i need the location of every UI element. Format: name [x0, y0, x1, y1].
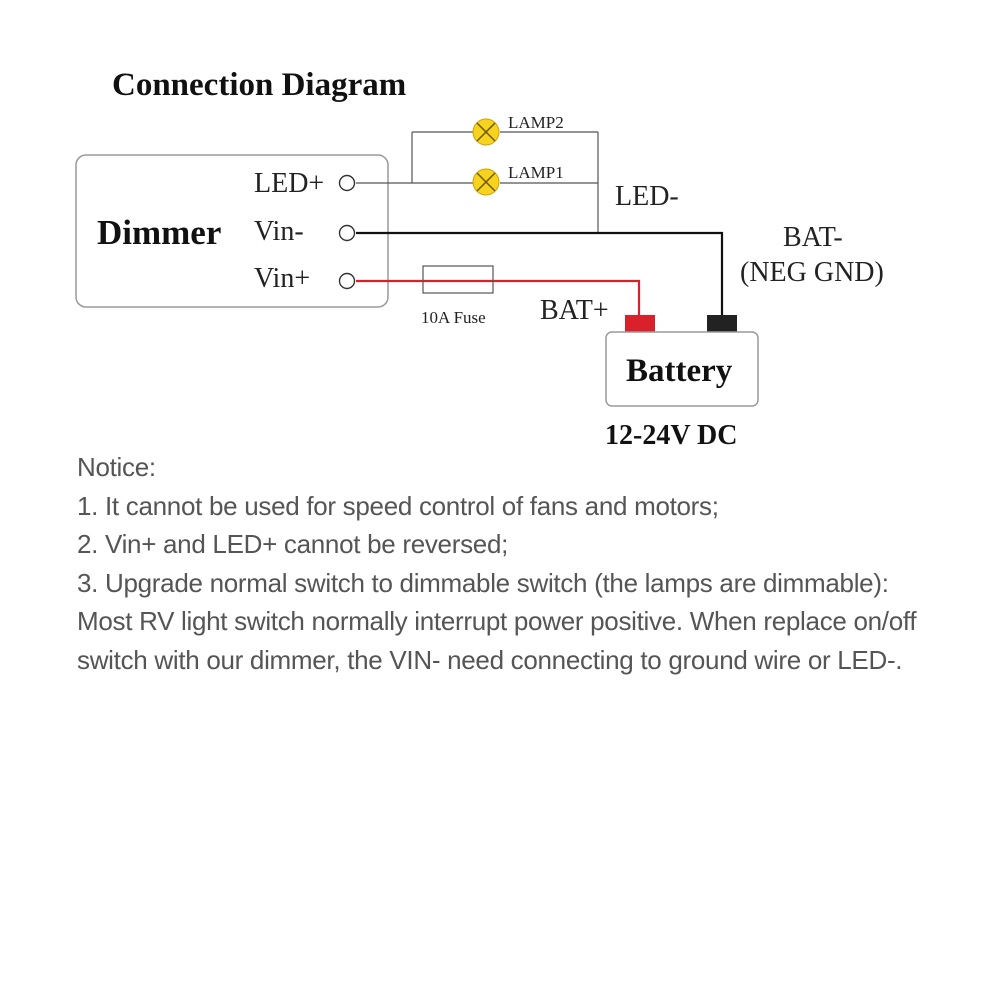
- terminal-vin-minus-label: Vin-: [254, 216, 304, 247]
- diagram-title: Connection Diagram: [112, 67, 406, 103]
- notice-line: switch with our dimmer, the VIN- need co…: [77, 644, 903, 675]
- fuse-icon: [422, 265, 494, 294]
- dimmer-box: [75, 154, 389, 308]
- battery-positive-terminal: [625, 315, 655, 332]
- bat-plus-label: BAT+: [540, 295, 609, 326]
- fuse-label: 10A Fuse: [421, 308, 486, 327]
- notice-line: 2. Vin+ and LED+ cannot be reversed;: [77, 529, 509, 560]
- notice-line: 1. It cannot be used for speed control o…: [77, 490, 719, 521]
- notice-heading: Notice:: [77, 452, 156, 482]
- terminal-led-plus-label: LED+: [254, 168, 324, 199]
- bat-minus-label: BAT-: [783, 222, 843, 253]
- negative-wire: [356, 231, 724, 316]
- led-minus-label: LED-: [615, 181, 679, 212]
- dimmer-label: Dimmer: [97, 213, 221, 252]
- battery-label: Battery: [626, 353, 733, 389]
- lamp1-label: LAMP1: [508, 163, 564, 182]
- battery-voltage: 12-24V DC: [605, 420, 737, 451]
- terminal-vin-minus: [338, 224, 356, 242]
- lamp1-icon: [472, 168, 500, 196]
- positive-wire: [356, 279, 641, 316]
- lamp2-icon: [472, 118, 500, 146]
- notice-block: Notice: 1. It cannot be used for speed c…: [77, 448, 1000, 680]
- notice-line: 3. Upgrade normal switch to dimmable swi…: [77, 567, 889, 598]
- lamp2-label: LAMP2: [508, 113, 564, 132]
- terminal-vin-plus: [338, 272, 356, 290]
- battery-negative-terminal: [707, 315, 737, 332]
- terminal-vin-plus-label: Vin+: [254, 263, 310, 294]
- neg-gnd-label: (NEG GND): [740, 257, 884, 288]
- led-plus-wiring: [356, 131, 599, 232]
- terminal-led-plus: [338, 174, 356, 192]
- notice-line: Most RV light switch normally interrupt …: [77, 606, 917, 637]
- battery-box: [605, 331, 759, 407]
